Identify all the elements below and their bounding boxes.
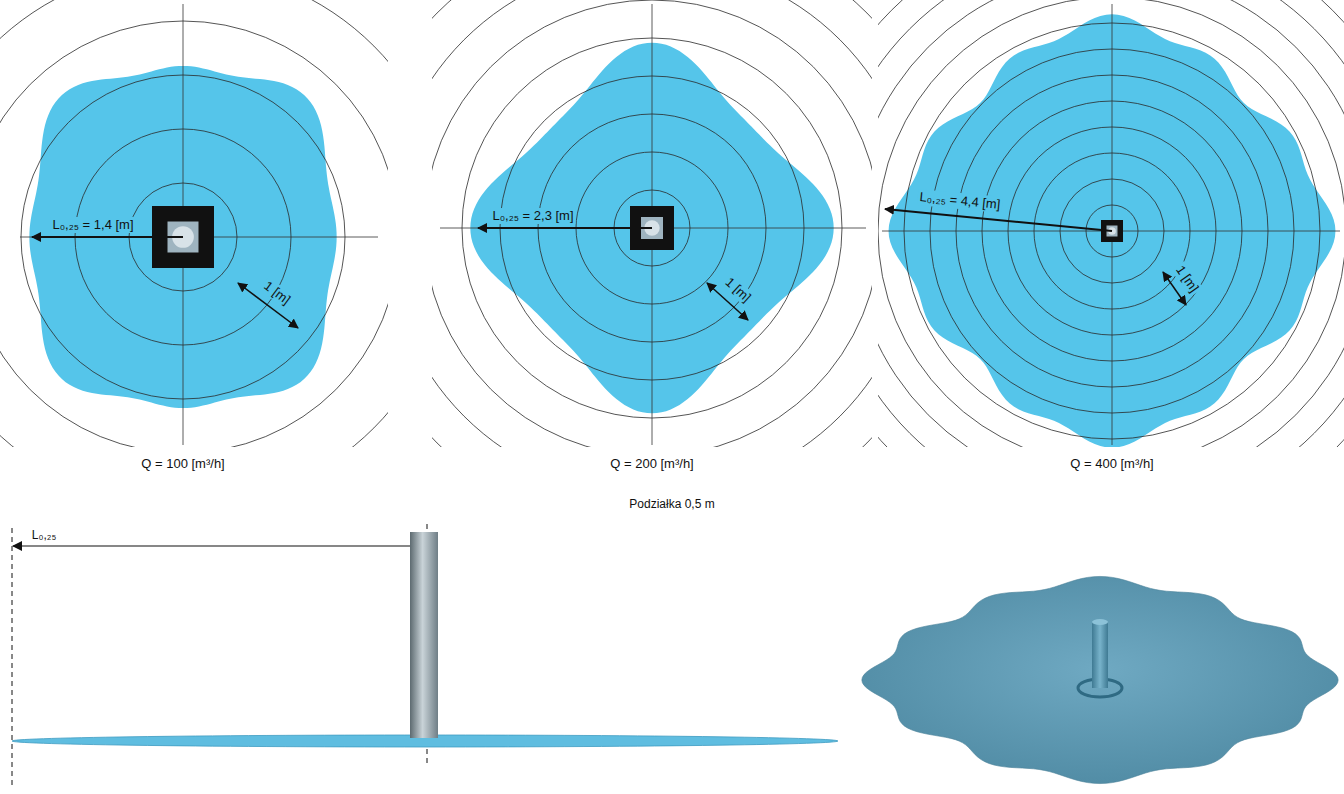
flow-rate-label: Q = 400 [m³/h]	[1068, 456, 1155, 472]
scale-ring	[878, 0, 1344, 447]
water-sheet-3d	[862, 576, 1338, 783]
dimension-label: L₀,₂₅ = 2,3 [m]	[490, 208, 575, 224]
scale-ring	[432, 0, 872, 447]
scale-ring	[0, 21, 388, 447]
scale-ring	[878, 0, 1344, 447]
scale-ring	[0, 0, 388, 447]
dimension-arrow	[13, 545, 426, 546]
dimension-label: L₀,₂₅ = 1,4 [m]	[50, 217, 135, 233]
top-view-panel	[0, 0, 388, 447]
scale-ring	[432, 0, 872, 447]
pipe-side	[410, 532, 438, 738]
radius-arrow	[478, 227, 652, 229]
side-and-3d-view	[12, 524, 1338, 788]
top-view-panel	[432, 0, 872, 447]
scale-ring	[432, 0, 872, 447]
flow-rate-label: Q = 100 [m³/h]	[139, 456, 226, 472]
scale-ring	[878, 0, 1344, 447]
pipe-3d	[1092, 622, 1108, 688]
scale-ring	[878, 0, 1344, 447]
pipe-top	[1092, 619, 1108, 625]
flow-rate-label: Q = 200 [m³/h]	[608, 456, 695, 472]
dimension-label: L₀,₂₅	[30, 527, 58, 543]
dimension-guide	[12, 528, 13, 788]
radius-arrow	[32, 236, 183, 238]
scale-note: Podziałka 0,5 m	[627, 496, 716, 512]
top-view-panel	[878, 0, 1344, 447]
